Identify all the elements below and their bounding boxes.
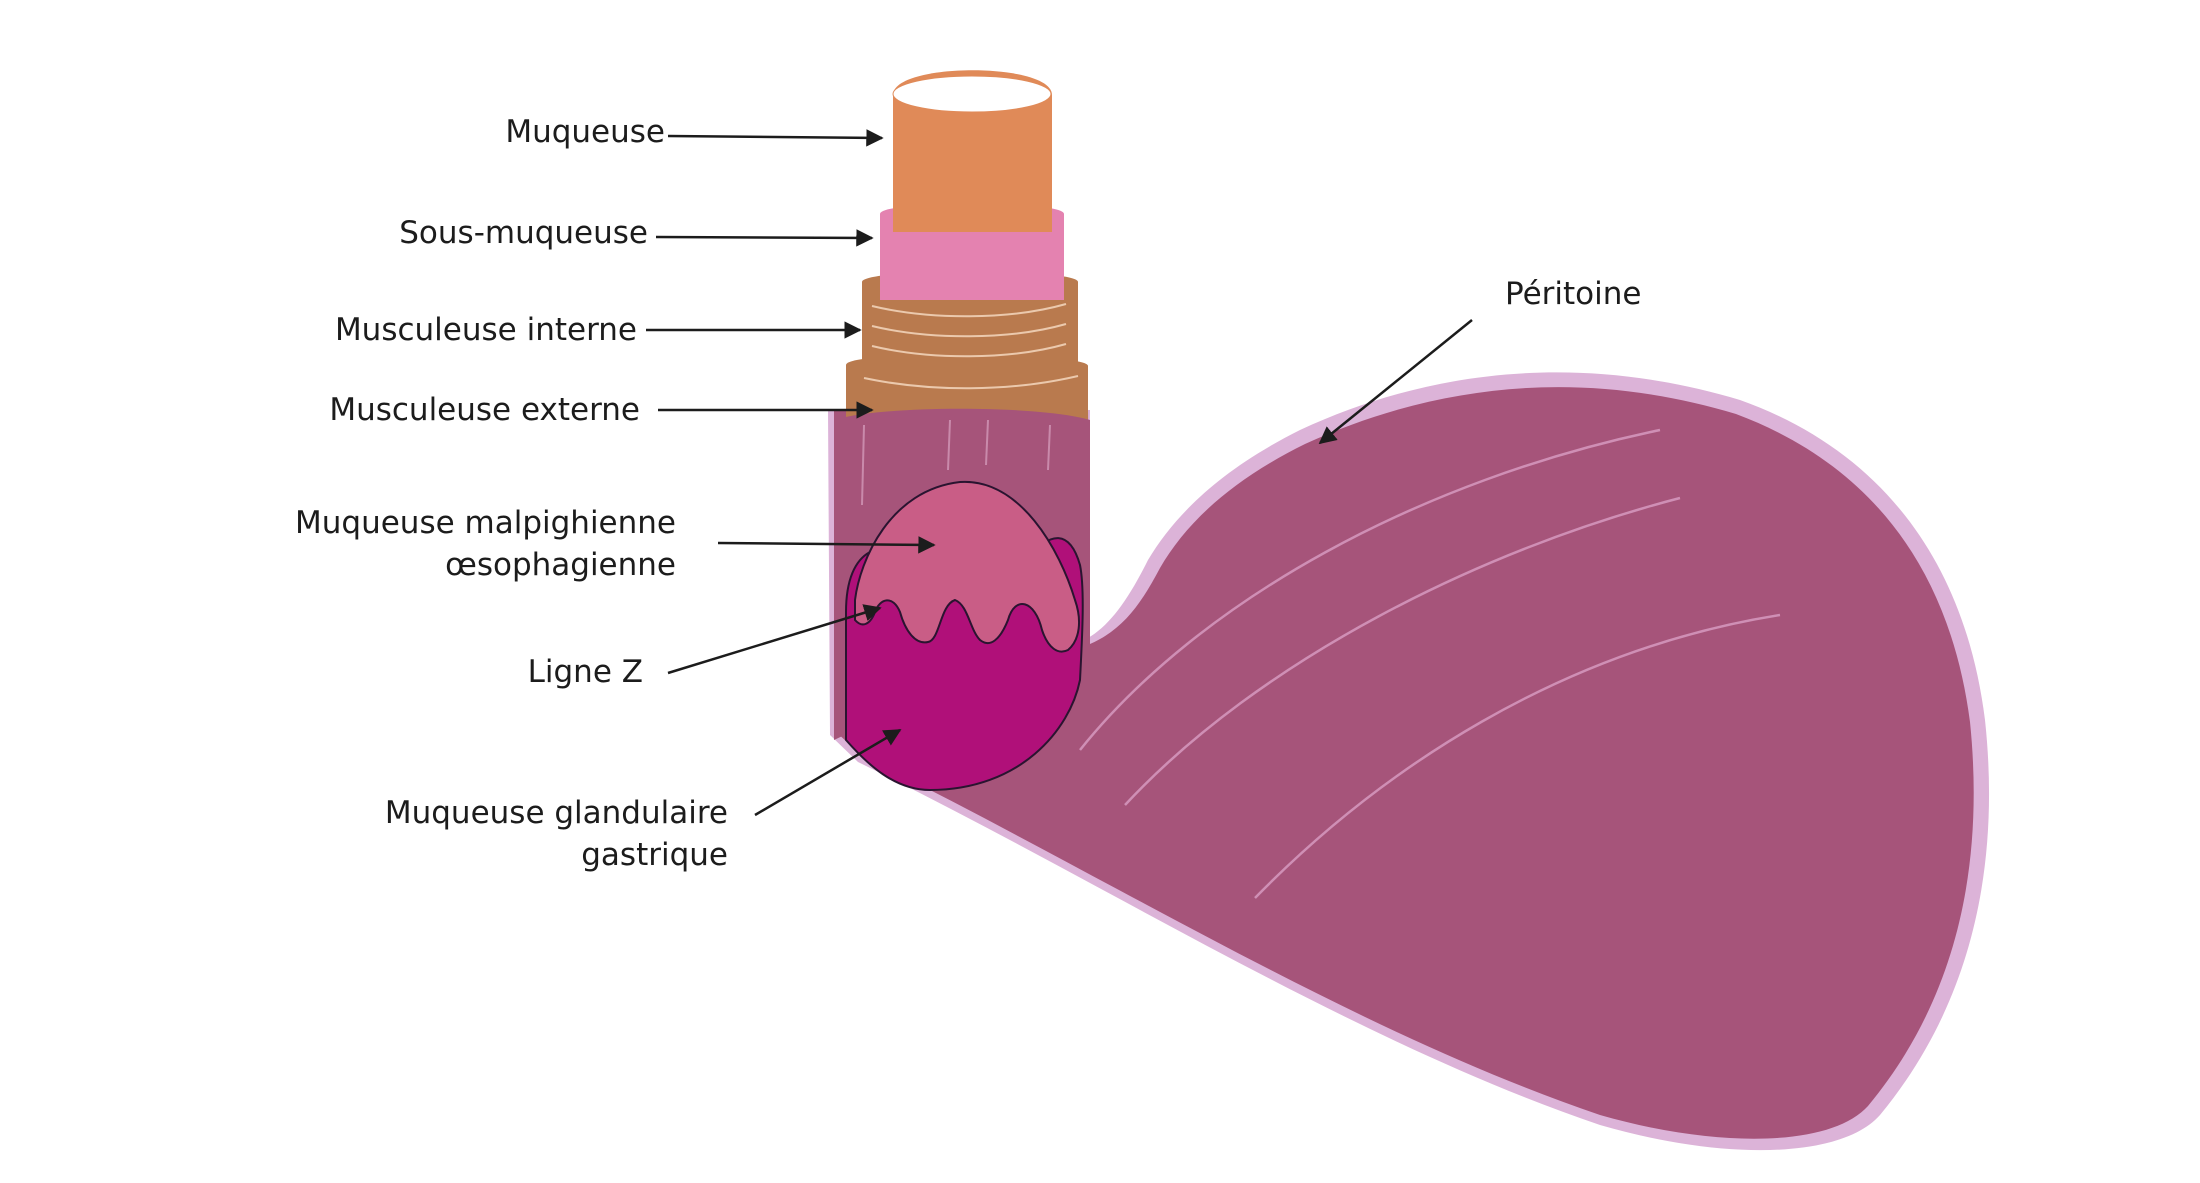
- arrow-muqueuse-glandulaire: [754, 728, 902, 817]
- stomach-fold-line: [1254, 613, 1781, 899]
- esophagus: [834, 70, 1090, 792]
- muqueuse-layer: [893, 70, 1052, 232]
- label-ligne-z: Ligne Z: [528, 654, 643, 690]
- arrow-muqueuse: [667, 129, 884, 147]
- stomach: [828, 372, 1990, 1151]
- labels: Muqueuse Sous-muqueuse Musculeuse intern…: [295, 114, 1641, 873]
- arrow-peritoine: [1318, 319, 1473, 445]
- label-musculeuse-externe: Musculeuse externe: [329, 392, 640, 428]
- label-muqueuse: Muqueuse: [505, 114, 665, 150]
- label-muqueuse-malpighienne-line1: Muqueuse malpighienne: [295, 505, 676, 541]
- malpighian-mucosa-region: [854, 480, 1081, 653]
- serosa-line: [1047, 424, 1051, 471]
- muscle-ring-line: [871, 323, 1067, 338]
- serosa-line: [861, 424, 865, 506]
- label-sous-muqueuse: Sous-muqueuse: [399, 215, 648, 251]
- label-peritoine: Péritoine: [1505, 276, 1641, 312]
- label-musculeuse-interne: Musculeuse interne: [335, 312, 637, 348]
- stomach-body: [834, 387, 1974, 1139]
- serosa-line: [985, 419, 989, 466]
- muscle-ring-line: [871, 303, 1067, 318]
- muscle-ring-line: [871, 343, 1067, 358]
- arrow-muqueuse-malpighienne: [717, 536, 936, 554]
- arrows: [646, 129, 1473, 817]
- arrow-sous-muqueuse: [655, 229, 874, 247]
- muscle-ring-line: [863, 375, 1079, 390]
- arrow-ligne-z: [667, 604, 882, 675]
- label-muqueuse-glandulaire-line1: Muqueuse glandulaire: [385, 795, 728, 831]
- stomach-fold-line: [1079, 428, 1661, 751]
- label-muqueuse-malpighienne-line2: œsophagienne: [445, 547, 676, 583]
- lumen: [892, 75, 1052, 113]
- label-muqueuse-glandulaire-line2: gastrique: [581, 837, 728, 873]
- serosa-line: [947, 419, 951, 471]
- stomach-fold-line: [1124, 496, 1681, 806]
